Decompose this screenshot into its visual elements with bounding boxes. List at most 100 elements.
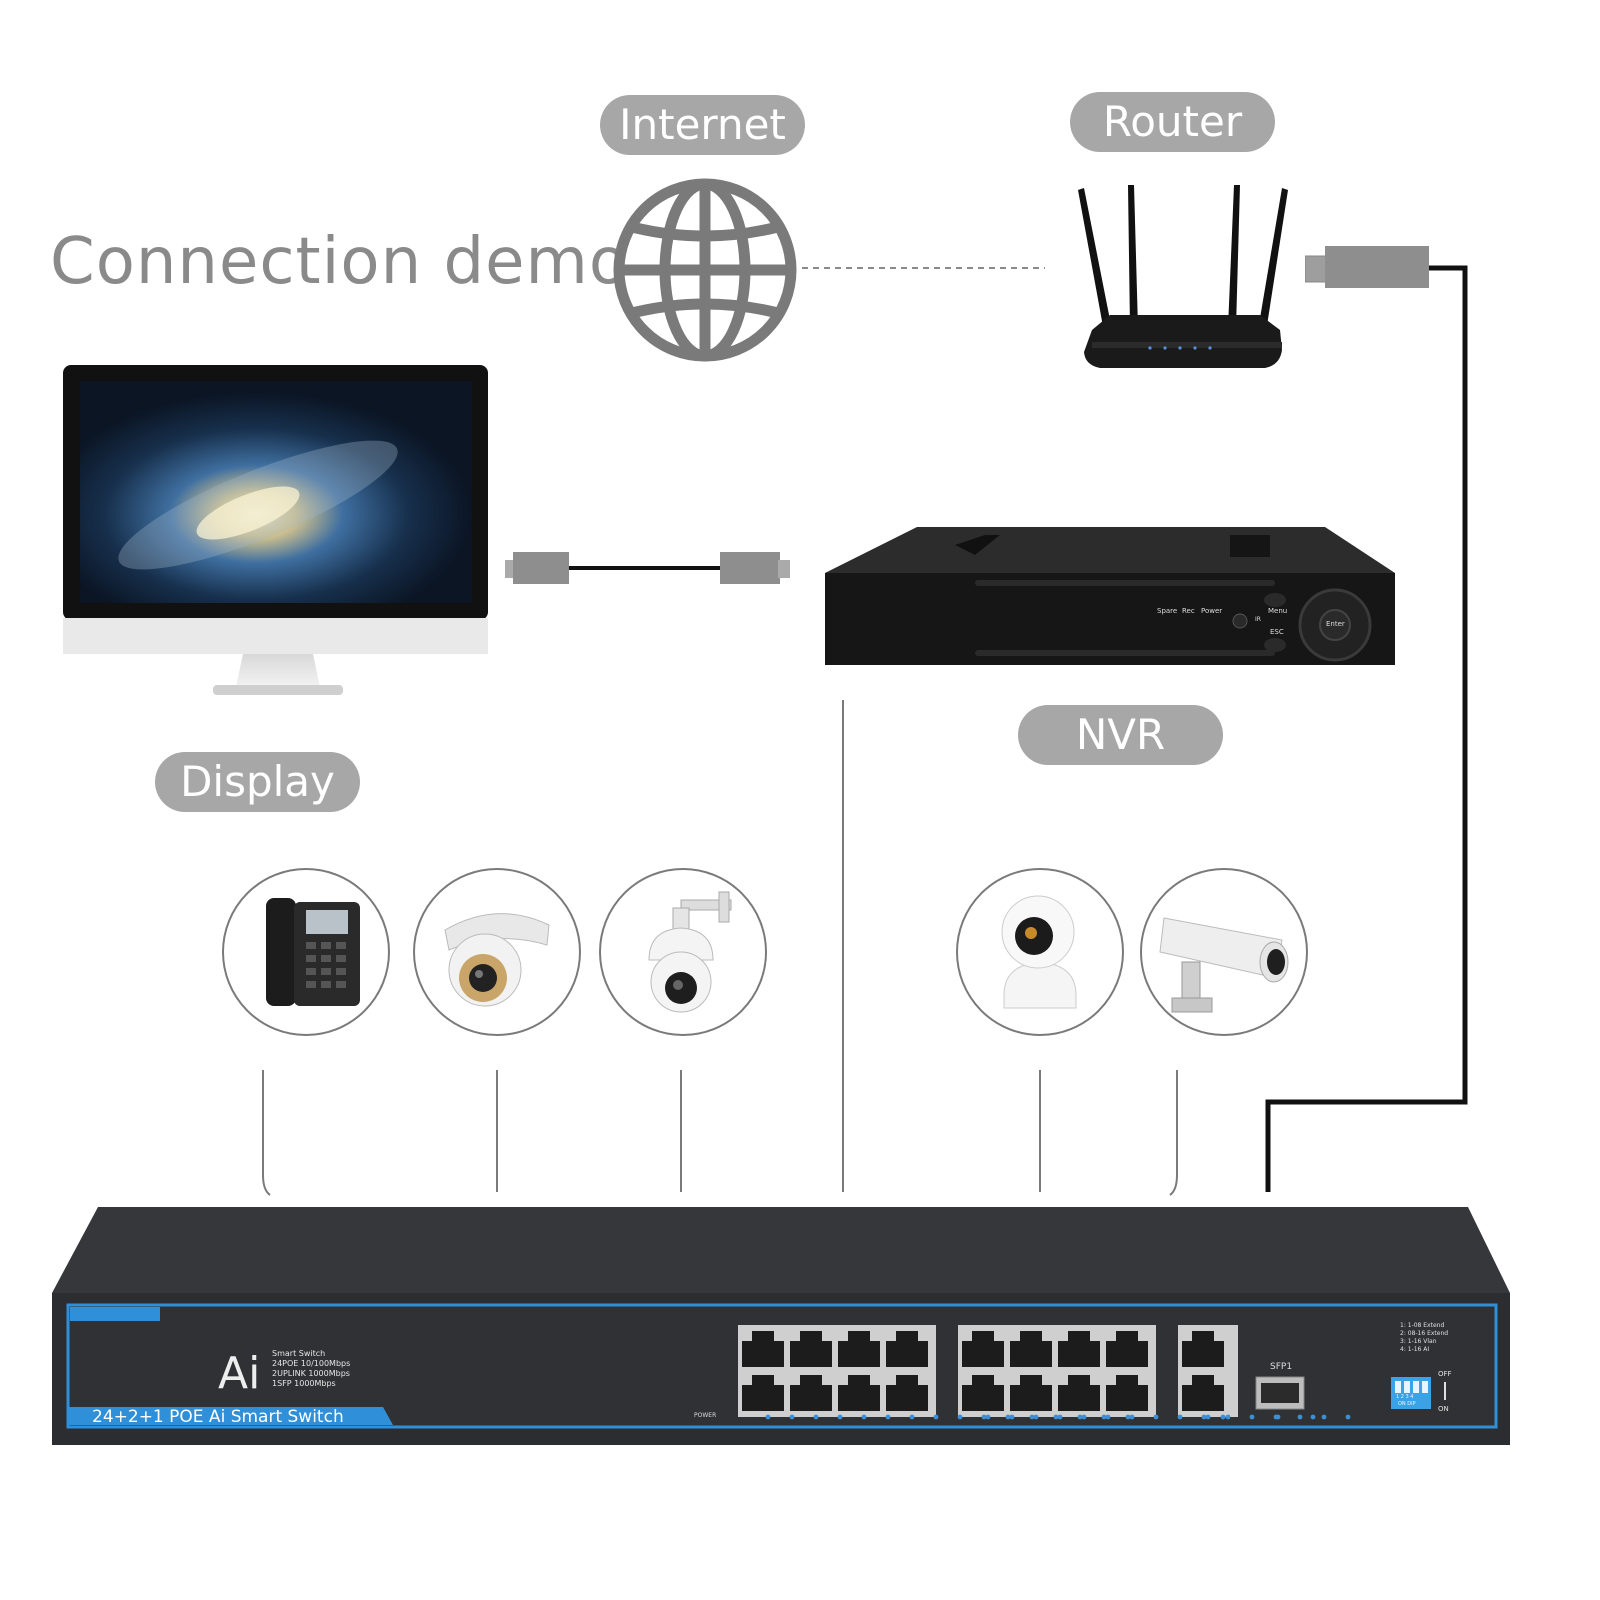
dip-note: 2: 08-16 Extend bbox=[1400, 1330, 1449, 1337]
dip-word: ON DIP bbox=[1398, 1401, 1416, 1407]
dome-camera-circle bbox=[413, 868, 581, 1036]
status-led bbox=[1345, 1414, 1351, 1420]
status-led bbox=[813, 1414, 819, 1420]
status-led bbox=[1249, 1414, 1255, 1420]
status-led bbox=[1033, 1414, 1039, 1420]
display-label: Display bbox=[155, 752, 360, 812]
status-led bbox=[1205, 1414, 1211, 1420]
nvr-enter-label: Enter bbox=[1326, 620, 1345, 628]
rj45-port bbox=[1010, 1375, 1052, 1411]
rj45-port bbox=[962, 1331, 1004, 1367]
rj45-port bbox=[838, 1375, 880, 1411]
status-led bbox=[861, 1414, 867, 1420]
router-label: Router bbox=[1070, 92, 1275, 152]
nvr-spare-label: Spare bbox=[1157, 607, 1178, 615]
status-led bbox=[1077, 1414, 1083, 1420]
status-led bbox=[1081, 1414, 1087, 1420]
rj45-port bbox=[790, 1375, 832, 1411]
status-led bbox=[1225, 1414, 1231, 1420]
sfp-label: SFP1 bbox=[1270, 1362, 1293, 1372]
dip-note: 3: 1-16 Vlan bbox=[1400, 1338, 1437, 1345]
rj45-port bbox=[742, 1375, 784, 1411]
hdmi-connector-right bbox=[720, 552, 790, 584]
internet-label: Internet bbox=[600, 95, 805, 155]
switch-spec-line: 24POE 10/100Mbps bbox=[272, 1359, 351, 1368]
status-led bbox=[1297, 1414, 1303, 1420]
rj45-port bbox=[1106, 1375, 1148, 1411]
status-led bbox=[1029, 1414, 1035, 1420]
dip-arrow bbox=[1444, 1382, 1446, 1400]
dip-note: 4: 1-16 AI bbox=[1400, 1346, 1430, 1353]
dip-notes: 1: 1-08 Extend 2: 08-16 Extend 3: 1-16 V… bbox=[1400, 1322, 1448, 1354]
nvr-power-label: Power bbox=[1201, 607, 1223, 615]
monitor-icon bbox=[63, 365, 488, 695]
ptz-camera-icon bbox=[648, 891, 732, 1013]
ptz-camera-circle bbox=[599, 868, 767, 1036]
phone-icon bbox=[266, 898, 360, 1006]
status-led bbox=[1005, 1414, 1011, 1420]
indoor-camera-icon bbox=[1001, 895, 1077, 1009]
router-icon bbox=[1078, 185, 1288, 368]
rj45-port bbox=[1058, 1375, 1100, 1411]
nvr-label: NVR bbox=[1018, 705, 1223, 765]
dip-on-label: ON bbox=[1438, 1405, 1449, 1413]
rj45-port bbox=[742, 1331, 784, 1367]
status-led bbox=[1153, 1414, 1159, 1420]
bullet-camera-icon bbox=[1159, 917, 1289, 1013]
diagram-title: Connection demo bbox=[50, 225, 629, 299]
rj45-port bbox=[886, 1375, 928, 1411]
status-led bbox=[1101, 1414, 1107, 1420]
rj45-port bbox=[1010, 1331, 1052, 1367]
status-led bbox=[909, 1414, 915, 1420]
switch-spec-line: Smart Switch bbox=[272, 1349, 326, 1358]
status-led bbox=[957, 1414, 963, 1420]
status-led bbox=[1321, 1414, 1327, 1420]
status-led bbox=[1125, 1414, 1131, 1420]
status-led bbox=[933, 1414, 939, 1420]
status-led bbox=[1053, 1414, 1059, 1420]
status-led bbox=[885, 1414, 891, 1420]
rj45-port bbox=[1106, 1331, 1148, 1367]
dip-numbers: 1 2 3 4 bbox=[1396, 1394, 1414, 1400]
router-cable-connector bbox=[1305, 246, 1429, 288]
switch-spec-list: Smart Switch 24POE 10/100Mbps 2UPLINK 10… bbox=[272, 1349, 350, 1389]
nvr-rec-label: Rec bbox=[1182, 607, 1195, 615]
phone-circle bbox=[222, 868, 390, 1036]
status-led bbox=[1220, 1414, 1226, 1420]
dip-off-label: OFF bbox=[1438, 1370, 1452, 1378]
status-led bbox=[765, 1414, 771, 1420]
nvr-menu-label: Menu bbox=[1268, 607, 1288, 615]
rj45-port bbox=[838, 1331, 880, 1367]
status-led bbox=[837, 1414, 843, 1420]
status-led bbox=[1310, 1414, 1316, 1420]
status-led bbox=[985, 1414, 991, 1420]
status-led bbox=[1009, 1414, 1015, 1420]
rj45-port bbox=[1182, 1375, 1224, 1411]
dome-camera-icon bbox=[444, 913, 550, 1007]
poe-switch bbox=[52, 1207, 1510, 1445]
rj45-port bbox=[1058, 1331, 1100, 1367]
rj45-port bbox=[886, 1331, 928, 1367]
status-led bbox=[1057, 1414, 1063, 1420]
switch-spec-line: 1SFP 1000Mbps bbox=[272, 1379, 336, 1388]
nvr-esc-label: ESC bbox=[1270, 628, 1284, 636]
globe-icon bbox=[613, 178, 797, 362]
status-led bbox=[1275, 1414, 1281, 1420]
dip-note: 1: 1-08 Extend bbox=[1400, 1322, 1445, 1329]
status-led bbox=[1201, 1414, 1207, 1420]
status-led bbox=[789, 1414, 795, 1420]
switch-banner: 24+2+1 POE Ai Smart Switch bbox=[92, 1407, 344, 1427]
nvr-device bbox=[825, 527, 1395, 665]
status-led bbox=[1105, 1414, 1111, 1420]
bullet-camera-circle bbox=[1140, 868, 1308, 1036]
status-led bbox=[1177, 1414, 1183, 1420]
status-led bbox=[1129, 1414, 1135, 1420]
switch-spec-line: 2UPLINK 1000Mbps bbox=[272, 1369, 350, 1378]
hdmi-connector-left bbox=[505, 552, 569, 584]
rj45-port bbox=[962, 1375, 1004, 1411]
status-led bbox=[981, 1414, 987, 1420]
rj45-port bbox=[1182, 1331, 1224, 1367]
rj45-port bbox=[790, 1331, 832, 1367]
switch-power-label: POWER bbox=[694, 1412, 717, 1419]
